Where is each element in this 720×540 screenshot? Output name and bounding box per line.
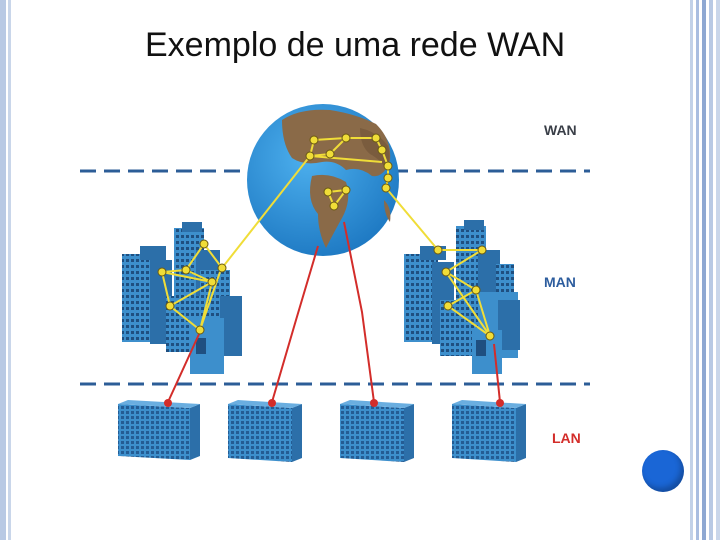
level-label-man: MAN [544, 274, 576, 290]
right-border-5 [716, 0, 720, 540]
nav-circle-button[interactable] [642, 450, 684, 492]
left-border-outer [0, 0, 6, 540]
level-label-lan: LAN [552, 430, 581, 446]
right-border-1 [690, 0, 693, 540]
wan-network-diagram: WAN MAN LAN [80, 104, 590, 462]
lan-links [167, 221, 501, 403]
level-label-wan: WAN [544, 122, 577, 138]
wan-link-nodes [157, 133, 495, 341]
right-border-2 [696, 0, 699, 540]
lan-building-1 [118, 400, 200, 460]
slide-title: Exemplo de uma rede WAN [145, 26, 566, 64]
lan-building-4 [452, 400, 526, 462]
lan-link-endpoints [164, 399, 504, 407]
lan-building-2 [228, 400, 302, 462]
globe-icon [247, 104, 399, 256]
right-border-4 [709, 0, 713, 540]
right-border-3 [702, 0, 706, 540]
lan-building-3 [340, 400, 414, 462]
left-border-inner [8, 0, 11, 540]
